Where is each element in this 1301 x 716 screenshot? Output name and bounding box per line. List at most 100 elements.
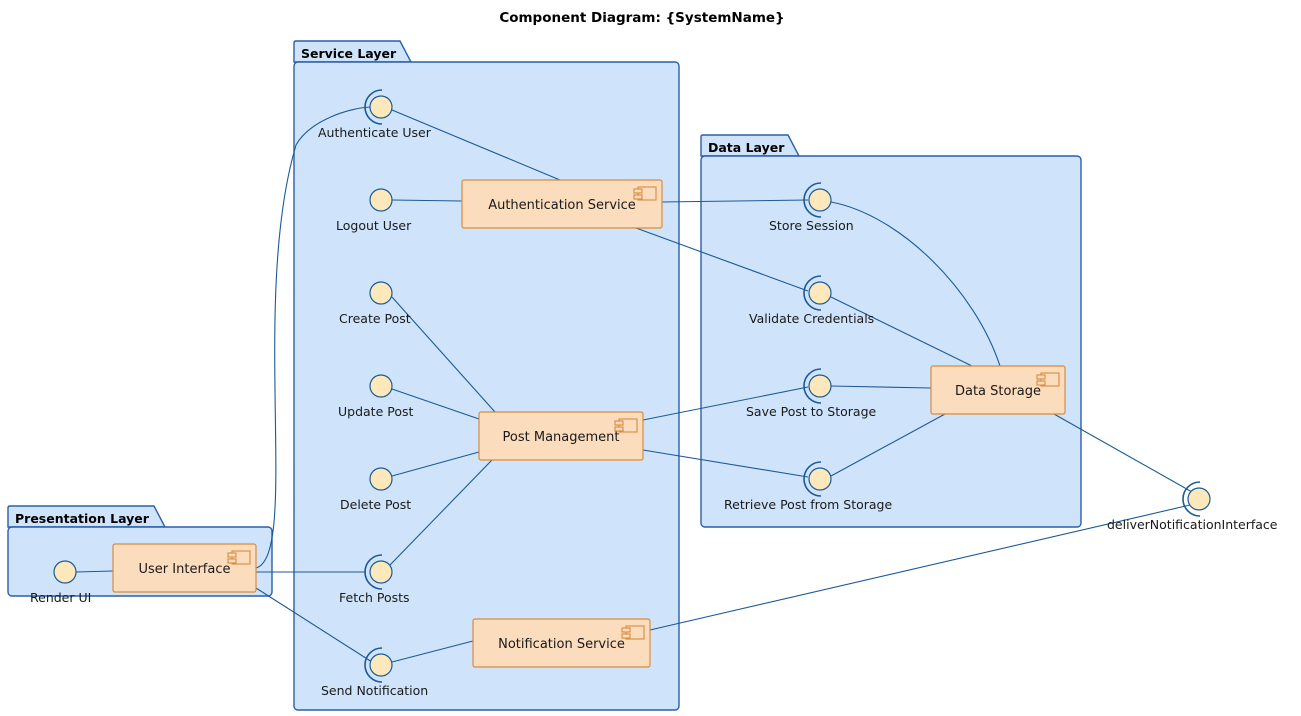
interface-ball-render-ui[interactable] (53, 560, 77, 584)
interface-label-deliver-notification-interface: deliverNotificationInterface (1107, 517, 1278, 532)
package-body-service-layer (293, 61, 680, 711)
interface-update-post[interactable]: Update Post (338, 374, 413, 419)
component-post-management[interactable]: Post Management (478, 411, 644, 461)
interface-ball-logout-user[interactable] (369, 188, 393, 212)
interface-create-post[interactable]: Create Post (339, 281, 411, 326)
package-body-data-layer (700, 155, 1082, 528)
interface-socket-send-notification (364, 647, 383, 683)
interface-ball-authenticate-user[interactable] (369, 95, 393, 119)
interface-ball-update-post[interactable] (369, 374, 393, 398)
component-label-notification-service: Notification Service (498, 637, 625, 652)
connector-layer (75, 106, 1193, 663)
interface-ball-create-post[interactable] (369, 281, 393, 305)
interface-ball-store-session[interactable] (808, 188, 832, 212)
package-label-data-layer: Data Layer (708, 140, 785, 155)
interface-retrieve-post-from-storage[interactable]: Retrieve Post from Storage (724, 461, 892, 512)
interface-label-authenticate-user: Authenticate User (318, 125, 432, 140)
interface-label-save-post-to-storage: Save Post to Storage (746, 404, 877, 419)
component-stereotype-icon (227, 550, 251, 565)
component-box-authentication-service (461, 179, 663, 229)
interface-label-update-post: Update Post (338, 404, 413, 419)
interface-store-session[interactable]: Store Session (769, 182, 854, 233)
connector-post-management-to-retrieve-post (642, 449, 809, 478)
package-label-service-layer: Service Layer (301, 46, 397, 61)
component-authentication-service[interactable]: Authentication Service (461, 179, 663, 229)
interface-label-fetch-posts: Fetch Posts (339, 590, 410, 605)
package-tab-service-layer (293, 40, 413, 63)
connector-update-post-to-post-management (391, 388, 480, 420)
interface-deliver-notification-interface[interactable]: deliverNotificationInterface (1107, 481, 1278, 532)
interface-validate-credentials[interactable]: Validate Credentials (749, 275, 874, 326)
diagram-title: Component Diagram: {SystemName} (499, 10, 784, 26)
component-stereotype-icon (633, 186, 657, 201)
interface-send-notification[interactable]: Send Notification (321, 647, 428, 698)
interface-ball-deliver-notification-interface[interactable] (1187, 487, 1211, 511)
package-tab-data-layer (700, 134, 801, 157)
interface-ball-validate-credentials[interactable] (808, 281, 832, 305)
interface-label-logout-user: Logout User (336, 218, 412, 233)
connector-validate-credentials-to-data-storage (830, 296, 973, 367)
interface-socket-fetch-posts (364, 554, 383, 590)
connector-store-session-to-data-storage (830, 201, 1001, 367)
interface-socket-authenticate-user (364, 89, 383, 125)
connector-delete-post-to-post-management (391, 451, 480, 477)
interface-socket-deliver-notification-interface (1182, 481, 1201, 517)
interface-label-delete-post: Delete Post (340, 497, 411, 512)
interface-logout-user[interactable]: Logout User (336, 188, 412, 233)
component-stereotype-icon (614, 418, 638, 433)
interface-label-validate-credentials: Validate Credentials (749, 311, 874, 326)
component-notification-service[interactable]: Notification Service (472, 618, 651, 668)
interface-fetch-posts[interactable]: Fetch Posts (339, 554, 410, 605)
connector-retrieve-post-to-data-storage (830, 413, 946, 477)
interface-socket-store-session (803, 182, 822, 218)
component-box-data-storage (930, 365, 1066, 415)
component-user-interface[interactable]: User Interface (112, 543, 257, 593)
component-label-authentication-service: Authentication Service (488, 198, 636, 213)
interface-ball-retrieve-post-from-storage[interactable] (808, 467, 832, 491)
package-service-layer[interactable]: Service Layer (293, 40, 680, 711)
interface-socket-save-post-to-storage (803, 368, 822, 404)
interface-label-send-notification: Send Notification (321, 683, 428, 698)
connector-logout-user-to-auth-service (391, 199, 463, 202)
interface-label-create-post: Create Post (339, 311, 411, 326)
connector-render-ui-to-user-interface (75, 570, 114, 573)
component-stereotype-icon (621, 625, 645, 640)
connector-data-storage-to-deliver-notification (1053, 413, 1193, 493)
connector-ui-to-authenticate-user (255, 106, 371, 569)
interface-ball-fetch-posts[interactable] (369, 560, 393, 584)
component-label-user-interface: User Interface (139, 562, 231, 577)
connector-ui-to-send-notification (255, 587, 373, 663)
component-label-data-storage: Data Storage (955, 384, 1041, 399)
component-stereotype-icon (1036, 372, 1060, 387)
connector-send-notification-to-notification-service (391, 640, 474, 663)
component-layer: User Interface Authentication ServicePost… (112, 179, 1066, 668)
interface-ball-send-notification[interactable] (369, 653, 393, 677)
package-tab-presentation-layer (7, 505, 167, 528)
component-box-post-management (478, 411, 644, 461)
package-data-layer[interactable]: Data Layer (700, 134, 1082, 528)
connector-post-management-to-save-post (642, 386, 809, 421)
component-label-post-management: Post Management (503, 430, 620, 445)
interface-save-post-to-storage[interactable]: Save Post to Storage (746, 368, 877, 419)
connector-authenticate-user-to-auth-service (391, 109, 561, 181)
interface-delete-post[interactable]: Delete Post (340, 467, 411, 512)
package-label-presentation-layer: Presentation Layer (15, 511, 150, 526)
interface-socket-validate-credentials (803, 275, 822, 311)
interface-label-store-session: Store Session (769, 218, 854, 233)
interface-render-ui[interactable]: Render UI (30, 560, 91, 605)
interface-label-render-ui: Render UI (30, 590, 91, 605)
interface-label-retrieve-post-from-storage: Retrieve Post from Storage (724, 497, 892, 512)
interface-ball-save-post-to-storage[interactable] (808, 374, 832, 398)
connector-save-post-to-data-storage (830, 385, 932, 389)
component-data-storage[interactable]: Data Storage (930, 365, 1066, 415)
connector-notification-service-to-deliver-notification (649, 504, 1191, 631)
connector-create-post-to-post-management (391, 296, 496, 413)
connector-auth-service-to-store-session (661, 199, 809, 203)
connector-auth-service-to-validate-credentials (635, 227, 809, 292)
interface-authenticate-user[interactable]: Authenticate User (318, 89, 432, 140)
interface-ball-delete-post[interactable] (369, 467, 393, 491)
component-box-notification-service (472, 618, 651, 668)
